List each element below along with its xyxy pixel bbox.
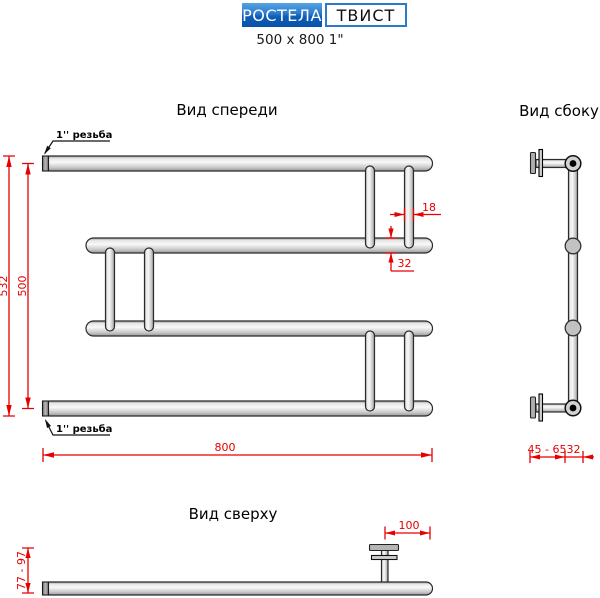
brand-model-badge: ТВИСТ: [325, 3, 407, 27]
side-bottom-tube-end-dot: [569, 404, 577, 412]
front-crossbars-upper-right: [364, 165, 415, 249]
thread-callout-top: 1'' резьба: [44, 129, 112, 155]
dim-wall-distance-value: 45 - 65: [528, 443, 567, 456]
dim-depth-value: 77 - 97: [15, 551, 28, 590]
dimension-wall-distance: 45 - 65 32: [528, 443, 594, 463]
dimension-length: 800: [42, 441, 433, 462]
front-view-title: Вид спереди: [176, 101, 277, 119]
side-top-tube-end-dot: [569, 160, 577, 167]
brand-primary-label: РОСТЕЛА: [242, 5, 322, 25]
dimension-bracket-offset: 100: [384, 519, 431, 540]
front-top-thread-cap: [41, 155, 50, 172]
dim-rail-diameter-value: 32: [398, 257, 412, 270]
dimension-depth: 77 - 97: [15, 547, 34, 594]
thread-label-top: 1'' резьба: [56, 129, 112, 141]
thread-label-bottom: 1'' резьба: [56, 423, 112, 435]
product-size-subtitle: 500 x 800 1": [256, 32, 344, 48]
dimension-rail-diameter: 32: [385, 226, 414, 272]
front-lower-middle-rail: [85, 320, 434, 337]
dimension-crossbar-width: 18: [390, 201, 441, 221]
front-view: Вид спереди: [0, 101, 441, 462]
dim-bracket-offset-value: 100: [399, 519, 420, 532]
top-rail: [41, 581, 434, 596]
side-top-bracket: [529, 148, 568, 178]
top-bracket: [368, 543, 400, 584]
thread-callout-bottom: 1'' резьба: [45, 419, 112, 436]
brand-model-label: ТВИСТ: [336, 5, 396, 25]
brand-logo: РОСТЕЛА ТВИСТ: [242, 3, 407, 27]
front-upper-middle-rail: [85, 237, 434, 254]
top-view-title: Вид сверху: [189, 505, 278, 523]
side-vertical-tube: [567, 162, 579, 409]
side-bottom-bracket: [529, 393, 568, 422]
top-view: Вид сверху 100 77 - 97: [15, 505, 434, 596]
front-bottom-thread-cap: [41, 400, 50, 417]
front-crossbars-lower-right: [364, 330, 415, 412]
dim-length-value: 800: [215, 441, 236, 454]
dim-crossbar-width-value: 18: [422, 201, 436, 214]
dimension-overall-height: 532: [0, 155, 15, 417]
side-lower-joint: [564, 319, 582, 337]
side-view: Вид сбоку: [519, 102, 599, 463]
dim-center-height-value: 500: [16, 276, 29, 297]
dim-side-diameter-value: 32: [567, 443, 581, 456]
dim-overall-height-value: 532: [0, 276, 10, 297]
side-view-title: Вид сбоку: [519, 102, 599, 120]
dimension-center-height: 500: [16, 162, 34, 410]
brand-primary-badge: РОСТЕЛА: [242, 3, 322, 27]
top-thread-cap: [41, 581, 50, 596]
front-crossbars-middle-left: [104, 247, 155, 332]
side-upper-joint: [564, 237, 582, 255]
